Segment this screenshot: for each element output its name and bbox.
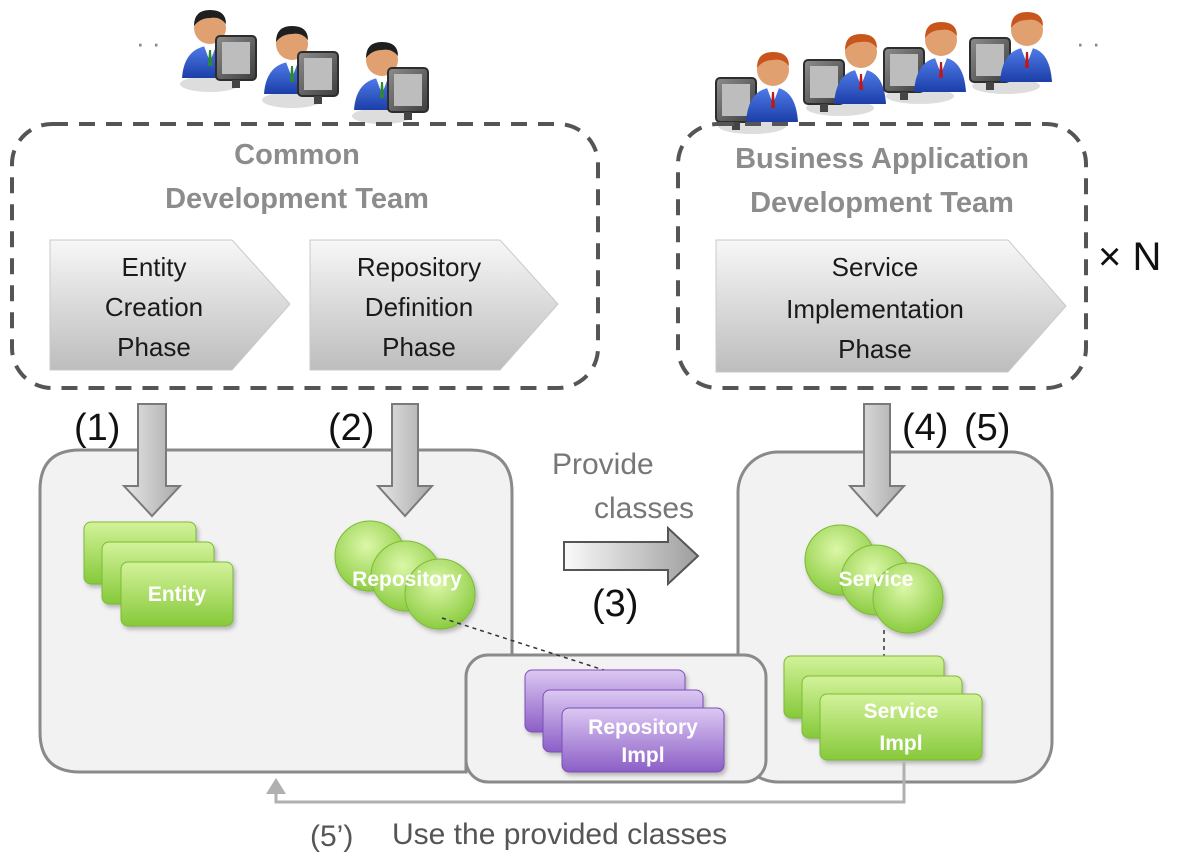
step-label-2: (2) bbox=[328, 407, 374, 449]
phase-label-line3: Phase bbox=[117, 332, 191, 362]
developer-icon bbox=[351, 41, 429, 125]
phase-repository-definition: Repository Definition Phase bbox=[309, 239, 559, 371]
repository-impl-label-line2: Impl bbox=[621, 744, 664, 767]
business-team-developers: · · bbox=[715, 11, 1101, 135]
entity-label: Entity bbox=[148, 583, 207, 606]
phase-entity-creation: Entity Creation Phase bbox=[49, 239, 291, 371]
developer-icon bbox=[261, 25, 339, 109]
provide-label-line2: classes bbox=[594, 492, 694, 525]
phase-label-line1: Service bbox=[832, 252, 919, 282]
developer-icon bbox=[883, 21, 967, 105]
phase-label-line1: Entity bbox=[121, 252, 186, 282]
repository-impl-stack: Repository Impl bbox=[524, 669, 725, 773]
developer-icon bbox=[179, 9, 257, 93]
arrow-step-3 bbox=[563, 525, 700, 587]
business-team-title-line2: Development Team bbox=[750, 187, 1014, 219]
service-impl-label-line2: Impl bbox=[879, 732, 922, 755]
phase-label-line2: Definition bbox=[365, 292, 473, 322]
phase-service-implementation: Service Implementation Phase bbox=[715, 239, 1067, 373]
ellipsis-left: · · bbox=[136, 28, 161, 58]
phase-label-line2: Creation bbox=[105, 292, 203, 322]
phase-label-line3: Phase bbox=[382, 332, 456, 362]
service-impl-label-line1: Service bbox=[864, 700, 939, 723]
entity-stack: Entity bbox=[83, 521, 234, 627]
repository-label: Repository bbox=[352, 568, 462, 591]
service-label: Service bbox=[839, 568, 914, 591]
step-label-4: (4) bbox=[902, 407, 948, 449]
arrow-step-1 bbox=[121, 403, 183, 518]
phase-label-line3: Phase bbox=[838, 334, 912, 364]
repository-impl-label-line1: Repository bbox=[588, 716, 698, 739]
arrow-step-2 bbox=[375, 403, 435, 518]
phase-label-line2: Implementation bbox=[786, 294, 964, 324]
provide-label-line1: Provide bbox=[552, 448, 654, 481]
repository-stack: Repository bbox=[334, 520, 476, 630]
developer-icon bbox=[803, 33, 887, 117]
phase-label-line1: Repository bbox=[357, 252, 481, 282]
service-stack: Service bbox=[804, 524, 944, 634]
feedback-arrow bbox=[266, 762, 906, 804]
business-team-title-line1: Business Application bbox=[735, 143, 1029, 175]
ellipsis-right: · · bbox=[1076, 28, 1101, 58]
use-provided-classes-label: Use the provided classes bbox=[392, 818, 727, 851]
business-team-box: Business Application Development Team Se… bbox=[676, 122, 1088, 390]
developer-icon bbox=[715, 51, 799, 135]
step-label-3: (3) bbox=[592, 583, 638, 625]
common-team-title-line2: Development Team bbox=[165, 183, 429, 215]
common-team-box: Common Development Team Entity Creation … bbox=[10, 122, 600, 390]
common-team-title-line1: Common bbox=[234, 139, 360, 171]
step-label-5: (5) bbox=[964, 407, 1010, 449]
developer-icon bbox=[969, 11, 1053, 95]
repository-impl-connector bbox=[441, 617, 611, 673]
team-multiplier: × N bbox=[1098, 235, 1161, 279]
step-label-5-prime: (5’) bbox=[310, 820, 353, 853]
arrow-step-4-5 bbox=[847, 403, 907, 518]
service-impl-stack: Service Impl bbox=[783, 655, 983, 761]
step-label-1: (1) bbox=[74, 407, 120, 449]
common-team-developers: · · bbox=[136, 9, 429, 125]
